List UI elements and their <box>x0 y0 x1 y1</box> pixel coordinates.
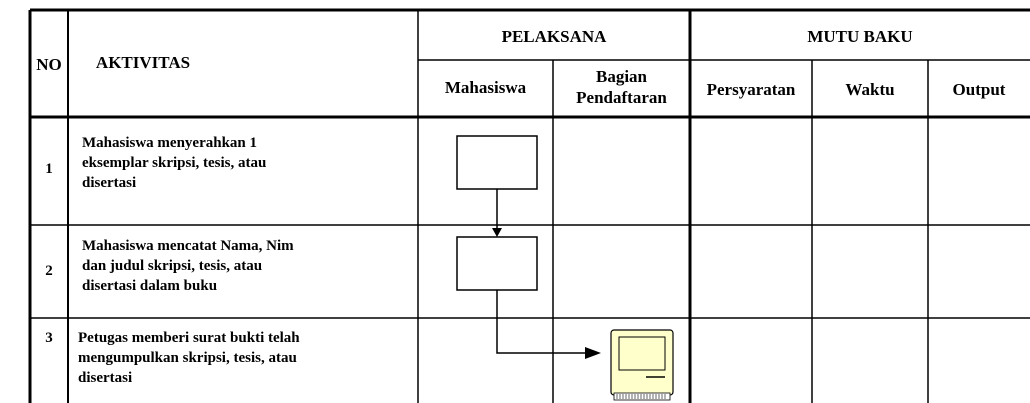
header-aktivitas: AKTIVITAS <box>95 53 191 72</box>
row-number: 1 <box>45 161 53 177</box>
header-mutu-baku: MUTU BAKU <box>807 27 913 46</box>
header-pelaksana: PELAKSANA <box>501 27 607 46</box>
table-grid <box>28 8 1030 403</box>
connector-arrow-2 <box>496 290 601 359</box>
row-number: 2 <box>45 263 53 279</box>
process-box-2 <box>456 236 538 291</box>
header-bagian: Bagian <box>595 67 648 86</box>
header-output: Output <box>952 80 1006 99</box>
activity-text-line: disertasi dalam buku <box>82 278 218 294</box>
activity-text-line: Mahasiswa mencatat Nama, Nim <box>82 238 294 254</box>
header-persyaratan: Persyaratan <box>706 80 796 99</box>
activity-text-line: mengumpulkan skripsi, tesis, atau <box>78 350 297 366</box>
activity-text-line: eksemplar skripsi, tesis, atau <box>82 155 267 171</box>
activity-text-line: Petugas memberi surat bukti telah <box>78 330 300 346</box>
header-mahasiswa: Mahasiswa <box>444 78 527 97</box>
computer-icon <box>610 329 674 401</box>
activity-text-line: disertasi <box>78 370 133 386</box>
connector-arrow-1 <box>492 189 502 237</box>
header-waktu: Waktu <box>845 80 895 99</box>
activity-text-line: dan judul skripsi, tesis, atau <box>82 258 263 274</box>
activity-text-line: disertasi <box>82 175 137 191</box>
header-no: NO <box>36 55 62 74</box>
header-pendaftaran: Pendaftaran <box>576 88 667 107</box>
process-box-1 <box>456 135 538 190</box>
row-number: 3 <box>45 330 53 346</box>
activity-text-line: Mahasiswa menyerahkan 1 <box>82 135 258 151</box>
